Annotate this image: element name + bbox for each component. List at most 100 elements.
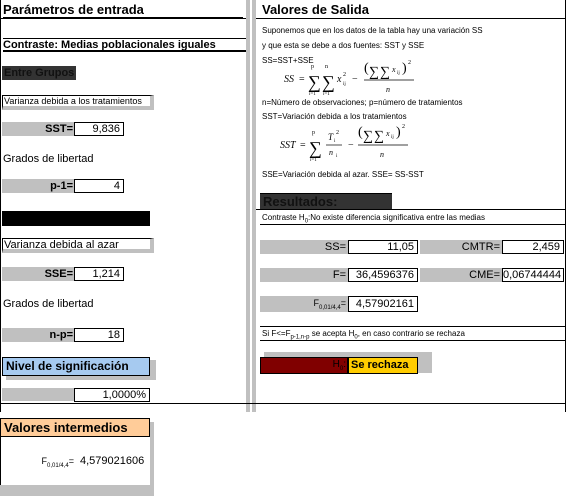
- cme-value[interactable]: 0,06744444: [502, 268, 564, 282]
- ss-formula-upper-p: p: [311, 64, 314, 70]
- bottom-border: [0, 403, 566, 404]
- sst-formula-upper-p: p: [312, 130, 315, 136]
- p1-value[interactable]: 4: [74, 179, 124, 193]
- regla-text: Si F<=Fp-1,n-p se acepta H0, en caso con…: [262, 329, 465, 343]
- ss-formula-upper-n: n: [325, 64, 328, 70]
- sst-label: SST=: [45, 123, 73, 135]
- ss-value[interactable]: 11,05: [348, 240, 418, 254]
- intermedios-label-eq: =: [68, 456, 74, 466]
- cmtr-value[interactable]: 2,459: [502, 240, 564, 254]
- cmtr-row-bg: [420, 240, 502, 254]
- svg-text:∑: ∑: [309, 138, 322, 158]
- ss-row-bg: [260, 240, 348, 254]
- ss-label: SS=: [324, 241, 346, 253]
- sse-value[interactable]: 1,214: [74, 267, 124, 281]
- h0-label: H0:: [300, 359, 346, 372]
- svg-text:∑: ∑: [308, 72, 321, 92]
- regla-pre: Si F<=F: [262, 329, 291, 338]
- ss-formula-lower-2: i=1: [323, 92, 330, 97]
- intermedios-value[interactable]: 4,579021606: [80, 455, 145, 467]
- entre-grupos-text-overlay: [2, 66, 76, 80]
- nivel-header: Nivel de significación: [2, 357, 150, 376]
- fcrit-value[interactable]: 4,57902161: [348, 296, 418, 312]
- fcrit-label: F0,01/4,4=: [300, 298, 346, 311]
- fcrit-row-bg: [260, 296, 348, 312]
- explanation-line-1: Suponemos que en los datos de la tabla h…: [262, 26, 483, 35]
- contraste-h0-label: Contraste H0:No existe diferencia signif…: [262, 213, 485, 227]
- np-value[interactable]: 18: [74, 328, 124, 342]
- var-tratamientos-box: [2, 95, 154, 110]
- explanation-line-5: SST=Variación debida a los tratamientos: [262, 112, 407, 121]
- svg-text:(: (: [358, 125, 363, 140]
- ss-formula: SS = ∑ p i=1 ∑ n i=1 x ij 2 − ( ∑ ∑ x ij…: [284, 60, 414, 97]
- regla-sub: p-1,n-p: [290, 334, 310, 341]
- sst-formula-denom-ni: n: [329, 148, 333, 157]
- svg-text:−: −: [352, 74, 358, 85]
- svg-text:=: =: [300, 140, 306, 151]
- var-azar-label: Varianza debida al azar: [4, 239, 119, 251]
- cme-row-bg: [420, 268, 502, 282]
- intermedios-label-sub: 0,01/4,4: [47, 462, 69, 469]
- intermedios-left-border: [0, 437, 1, 496]
- ss-formula-denom: n: [386, 85, 390, 94]
- regla-sub2: 0: [354, 334, 358, 341]
- f-row-bg: [260, 268, 348, 282]
- svg-text:): ): [396, 125, 401, 140]
- svg-text:x: x: [336, 74, 342, 85]
- svg-text:ij: ij: [343, 82, 346, 87]
- right-title-rule: [256, 18, 566, 19]
- sst-formula: SST = ∑ p i=1 T i 2 n i − ( ∑ ∑ x ij ) 2…: [280, 124, 408, 163]
- explanation-line-4: n=Número de observaciones; p=número de t…: [262, 98, 463, 107]
- h0-label-h: H: [332, 359, 340, 370]
- contraste-h0-sub: 0: [304, 218, 309, 225]
- h0-label-sub: 0: [339, 366, 344, 372]
- cmtr-label: CMTR=: [461, 241, 500, 253]
- svg-text:∑: ∑: [322, 72, 335, 92]
- right-column-border: [252, 0, 256, 412]
- dark-separator-bar: [2, 211, 150, 226]
- sse-row-bg: [2, 267, 74, 281]
- h0-label-bg: [260, 357, 348, 374]
- f-value[interactable]: 36,4596376: [348, 268, 418, 282]
- p1-label: p-1=: [50, 180, 73, 192]
- decision-value[interactable]: Se rechaza: [348, 357, 418, 374]
- ss-formula-lower-1: i=1: [309, 92, 316, 97]
- svg-text:x: x: [385, 129, 390, 138]
- ss-formula-lhs: SS: [284, 74, 294, 85]
- svg-text:2: 2: [408, 60, 411, 66]
- svg-text:i: i: [336, 154, 338, 159]
- fcrit-label-eq: =: [340, 298, 346, 308]
- regla-post: , en caso contrario se rechaza: [357, 329, 465, 338]
- svg-text:2: 2: [336, 130, 339, 136]
- svg-text:ij: ij: [391, 135, 394, 140]
- intermedios-label: F0,01/4,4=: [14, 456, 74, 469]
- svg-text:∑: ∑: [369, 65, 379, 80]
- svg-text:(: (: [364, 61, 369, 76]
- np-label: n-p=: [49, 329, 73, 341]
- grados-libertad-2: Grados de libertad: [3, 298, 94, 310]
- svg-text:T: T: [328, 132, 334, 142]
- contraste-h0-box: [260, 211, 566, 225]
- resultados-header: Resultados:: [260, 193, 392, 209]
- left-title-rule: [0, 18, 246, 19]
- svg-text:): ): [402, 61, 407, 76]
- h0-label-eq: :: [343, 359, 346, 370]
- np-row-bg: [2, 328, 74, 342]
- var-azar-box: [2, 238, 154, 253]
- fcrit-label-sub: 0,01/4,4: [319, 304, 341, 311]
- explanation-line-3: SS=SST+SSE: [262, 56, 314, 65]
- intermedios-shadow-right: [150, 422, 154, 496]
- svg-text:∑: ∑: [363, 129, 373, 144]
- sst-formula-lower: i=1: [310, 158, 317, 163]
- intermedios-header: Valores intermedios: [0, 418, 150, 437]
- var-tratamientos-label: Varianza debida a los tratamientos: [4, 96, 142, 106]
- nivel-value[interactable]: 1,0000%: [74, 388, 150, 402]
- svg-text:−: −: [348, 140, 354, 151]
- contraste-label: Contraste: Medias poblacionales iguales: [3, 38, 246, 52]
- svg-text:∑: ∑: [380, 65, 390, 80]
- sst-value[interactable]: 9,836: [74, 122, 124, 136]
- intermedios-bottom-gray: [0, 485, 154, 496]
- svg-text:2: 2: [402, 124, 405, 130]
- p1-row-bg: [2, 179, 74, 193]
- left-column-border: [246, 0, 250, 412]
